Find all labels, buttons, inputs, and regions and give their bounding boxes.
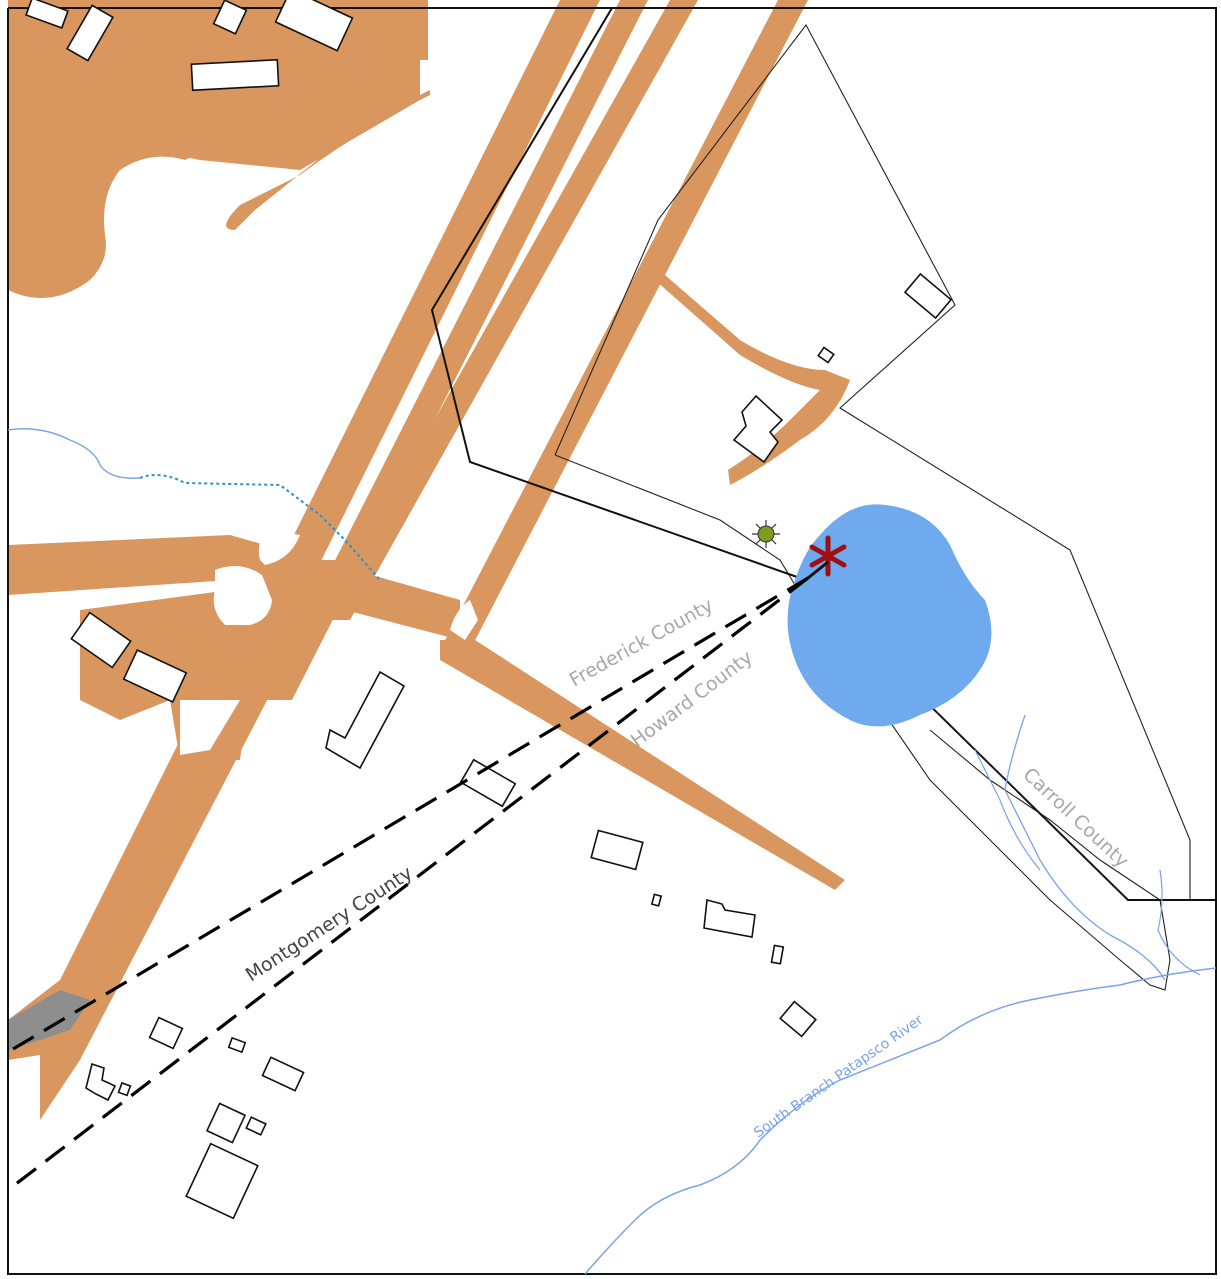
building — [25, 0, 69, 29]
runway-d — [440, 0, 808, 650]
river-label: South Branch Patapsco River — [751, 1012, 926, 1141]
main-road — [8, 560, 340, 1160]
tributary-b — [974, 749, 1041, 871]
building — [779, 1000, 817, 1038]
building — [245, 1116, 267, 1136]
corridor-lines — [7, 576, 809, 1192]
building — [185, 1142, 259, 1220]
building — [205, 1102, 247, 1144]
building — [261, 1056, 305, 1092]
stream-northwest — [7, 428, 141, 479]
building — [770, 944, 785, 965]
building — [148, 1016, 184, 1050]
road-layer — [8, 0, 850, 1160]
building — [117, 1081, 132, 1097]
intermittent-stream — [139, 473, 381, 581]
county-line-east-grey — [799, 577, 1129, 901]
infield-openings — [8, 530, 478, 1170]
building — [817, 346, 835, 364]
building — [227, 1036, 247, 1054]
grey-ramp — [8, 990, 90, 1050]
building — [459, 758, 517, 808]
montgomery-county-label: Montgomery County — [242, 862, 417, 986]
corridor-line-lower — [7, 576, 809, 1192]
parcel-boundary-north — [554, 23, 1191, 900]
corridor-line-upper — [7, 576, 809, 1054]
building — [70, 611, 132, 669]
building — [274, 0, 354, 52]
howard-county-label: Howard County — [627, 646, 757, 752]
sun-symbol-icon[interactable] — [752, 520, 780, 548]
pond — [787, 504, 992, 727]
building — [590, 829, 644, 871]
apron-upper-left — [8, 0, 430, 298]
building — [190, 58, 280, 92]
carroll-county-label: Carroll County — [1019, 764, 1133, 873]
building — [122, 649, 188, 703]
tributary-c — [1157, 869, 1201, 976]
building — [903, 272, 953, 320]
building-layer — [25, 0, 953, 1220]
tributary-a — [1004, 714, 1166, 981]
access-drive — [655, 275, 850, 485]
cross-taxiway — [8, 535, 460, 640]
building — [650, 893, 663, 907]
runway-b — [264, 0, 648, 700]
building — [732, 394, 784, 464]
spur-road — [440, 640, 845, 890]
building — [325, 670, 406, 770]
site-marker[interactable] — [807, 535, 847, 580]
river-main — [584, 967, 1217, 1275]
runway-c — [322, 0, 698, 620]
building — [66, 4, 114, 62]
building — [703, 898, 756, 938]
county-line-north — [430, 7, 801, 579]
building — [85, 1062, 117, 1102]
building — [212, 0, 248, 35]
label-layer: Frederick County Howard County Carroll C… — [242, 594, 1133, 1141]
map-frame — [7, 7, 1217, 1275]
